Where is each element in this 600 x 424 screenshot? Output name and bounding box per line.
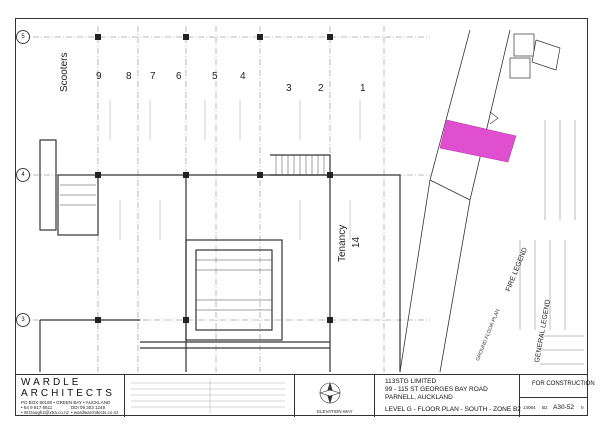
grid-column-9: 9	[96, 71, 102, 82]
revision: 0	[581, 405, 584, 410]
sheet-number: A30-52	[553, 404, 574, 411]
orientation-cell: ELEVATION WAY	[295, 375, 375, 417]
walls	[39, 139, 401, 372]
notes-lines	[131, 379, 285, 413]
firm-cell: WARDLE ARCHITECTS PO BOX 80188 • GREEN B…	[15, 375, 125, 417]
site-key-plan	[509, 33, 561, 79]
suburb-line: PARNELL, AUCKLAND	[385, 394, 453, 401]
sheet-frame	[15, 18, 588, 416]
stair-hatching	[60, 155, 325, 311]
grid-column-5: 5	[212, 71, 218, 82]
grid-column-4: 4	[240, 71, 246, 82]
job-number: 14064	[523, 405, 536, 410]
structural-columns	[95, 34, 333, 323]
firm-name-line2: ARCHITECTS	[21, 388, 115, 399]
address-line: 99 - 115 ST GEORGES BAY ROAD	[385, 386, 488, 393]
scooters-label: Scooters	[59, 52, 70, 92]
tenancy-number: 14	[351, 236, 362, 248]
north-arrow-icon	[318, 381, 342, 405]
highlighted-area[interactable]	[439, 119, 517, 163]
firm-phone-2: DDI 09 303 1249	[71, 405, 106, 410]
pointer-arrow-icon	[489, 111, 499, 125]
firm-web: • wardlearchitects.co.nz	[71, 410, 119, 415]
site-boundary	[399, 29, 511, 373]
firm-phone-1: • 64 9 817 6611	[21, 405, 53, 410]
grid-marker-5: 5	[16, 30, 30, 44]
status-cell: FOR CONSTRUCTION 14064 B2 A30-52 0	[520, 375, 595, 417]
firm-name-line1: WARDLE	[21, 377, 82, 388]
firm-address: PO BOX 80188 • GREEN BAY • AUCKLAND	[21, 400, 111, 405]
grid-column-7: 7	[150, 71, 156, 82]
elevation-note: ELEVATION WAY	[317, 409, 353, 414]
firm-email: • W.Daugh2@xtra.co.nz	[21, 410, 69, 415]
grid-column-1: 1	[360, 83, 366, 94]
grid-marker-3: 3	[16, 313, 30, 327]
sheet-code: B2	[542, 405, 548, 410]
grid-column-6: 6	[176, 71, 182, 82]
client-name: 113STG LIMITED	[385, 378, 437, 385]
dimension-lines	[109, 100, 361, 240]
status-divider	[520, 397, 588, 398]
tenancy-label: Tenancy	[337, 224, 348, 262]
grid-column-3: 3	[286, 83, 292, 94]
legend-table-lines	[519, 120, 584, 365]
notes-cell	[125, 375, 295, 417]
sheet-title: LEVEL G - FLOOR PLAN - SOUTH - ZONE B2	[385, 406, 521, 413]
title-block: WARDLE ARCHITECTS PO BOX 80188 • GREEN B…	[15, 374, 595, 417]
grid-marker-4: 4	[16, 168, 30, 182]
status-text: FOR CONSTRUCTION	[532, 381, 595, 387]
grid-column-2: 2	[318, 83, 324, 94]
project-cell: 113STG LIMITED 99 - 115 ST GEORGES BAY R…	[375, 375, 521, 417]
grid-column-8: 8	[126, 71, 132, 82]
